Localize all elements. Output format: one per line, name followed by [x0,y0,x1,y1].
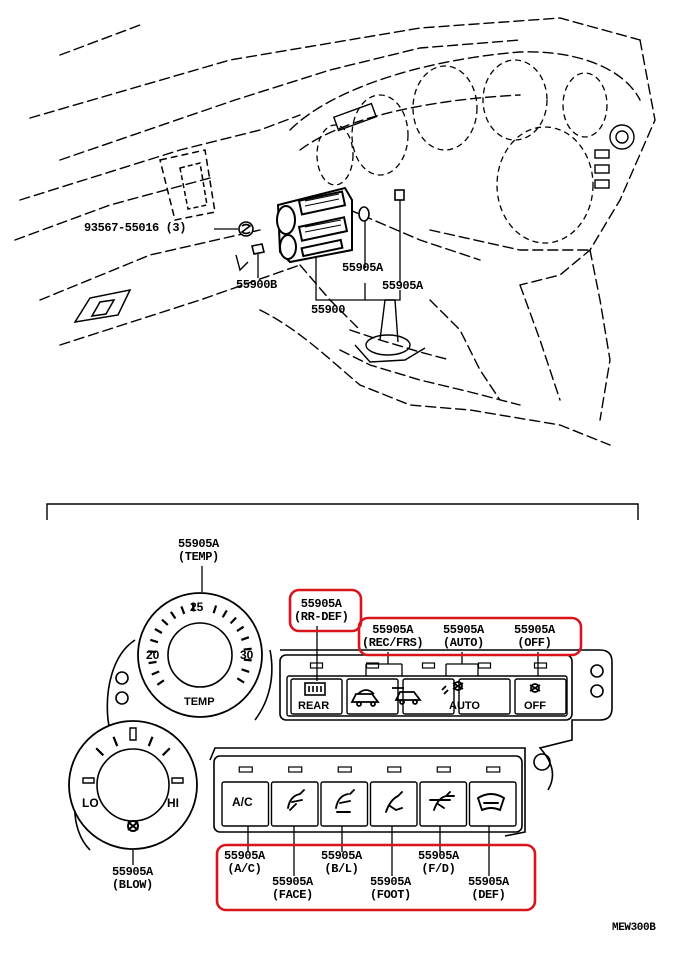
bi-level-icon [335,789,355,813]
off-fan-icon [529,683,541,693]
indicator-lamp [533,662,548,669]
temp-dial-tick [191,603,195,612]
highlight-lower-callouts [215,843,537,912]
fan-icon [127,820,139,832]
rear-defog-button-label: REAR [298,700,330,712]
blower-dial [68,720,198,850]
auto-button[interactable] [458,678,511,715]
bi-level-mode-button[interactable] [320,781,369,827]
temp-dial-tick [243,647,252,651]
temp-dial-tick [149,638,159,644]
face-vent-icon [287,789,305,811]
indicator-lamp [387,766,402,773]
foot-defrost-icon [429,791,455,811]
indicator-lamp [288,766,303,773]
figure-code: MEW300B [612,922,656,934]
lower-button-panel [213,755,523,833]
temp-dial [137,592,263,718]
indicator-lamp [436,766,451,773]
temp-dial-tick [161,618,169,626]
foot-mode-button[interactable] [369,781,418,827]
temp-dial-tick [170,611,177,620]
defrost-mode-button[interactable] [468,781,517,827]
rr-def-callout: 55905A (RR-DEF) [294,597,349,624]
blower-hi-label: HI [167,796,179,810]
foot-callout: 55905A (FOOT) [370,875,411,902]
callout-screw: 93567-55016 (3) [84,221,187,235]
temp-dial-label: TEMP [184,696,215,708]
rec-frs-callout: 55905A (REC/FRS) [362,623,424,650]
temp-dial-tick [221,609,228,618]
windshield-defrost-icon [476,793,506,812]
temp-callout: 55905A (TEMP) [178,537,219,564]
temp-tick-25: 25 [190,600,204,614]
temp-dial-tick [154,628,163,634]
ac-button[interactable] [221,781,270,827]
temp-dial-tick [156,679,165,686]
temp-tick-30: 30 [240,648,254,662]
face-callout: 55905A (FACE) [272,875,313,902]
upper-button-panel [279,654,573,721]
off-callout: 55905A (OFF) [514,623,555,650]
temp-dial-tick [151,670,160,676]
temp-dial-tick [241,668,250,673]
ac-button-label: A/C [232,795,253,809]
fresh-air-button[interactable] [402,678,455,715]
temp-dial-tick [212,605,218,614]
ac-callout: 55905A (A/C) [224,849,265,876]
blower-dial-tick [112,736,119,747]
temp-tick-20: 20 [146,648,160,662]
indicator-lamp [238,766,253,773]
temp-dial-tick [180,606,186,615]
foot-defrost-callout: 55905A (F/D) [418,849,459,876]
fresh-air-car-icon [392,687,422,705]
off-button[interactable] [514,678,567,715]
rear-defog-icon [304,682,326,696]
blower-dial-tick [161,747,171,757]
callout-control-assy: 55900 [311,303,346,317]
foot-vent-icon [385,791,403,813]
temp-dial-tick [148,650,157,654]
indicator-lamp [486,766,501,773]
blower-lo-label: LO [82,796,99,810]
highlight-upper-callouts [357,616,583,657]
temp-dial-tick [148,660,157,665]
recirculate-car-icon [350,689,380,707]
temp-dial-tick [240,636,250,641]
auto-fan-icon [441,681,464,695]
auto-button-label: AUTO [449,700,480,712]
bi-level-callout: 55905A (B/L) [321,849,362,876]
off-button-label: OFF [524,700,546,712]
temp-dial-tick [236,625,245,632]
callout-bracket: 55900B [236,278,277,292]
temp-dial-tick [243,658,252,662]
blower-dial-tick [95,747,105,757]
callout-knob-a: 55905A [342,261,383,275]
indicator-lamp [337,766,352,773]
indicator-lamp [477,662,492,669]
temp-dial-tick [229,616,237,625]
callout-knob-b: 55905A [382,279,423,293]
dashboard-overview-drawing [14,17,656,446]
foot-defrost-mode-button[interactable] [419,781,468,827]
blower-dial-tick [147,736,154,747]
temp-dial-tick [236,677,245,684]
indicator-lamp [421,662,436,669]
highlight-rr-def [288,588,363,633]
auto-callout: 55905A (AUTO) [443,623,484,650]
blow-callout: 55905A (BLOW) [112,865,153,892]
def-callout: 55905A (DEF) [468,875,509,902]
